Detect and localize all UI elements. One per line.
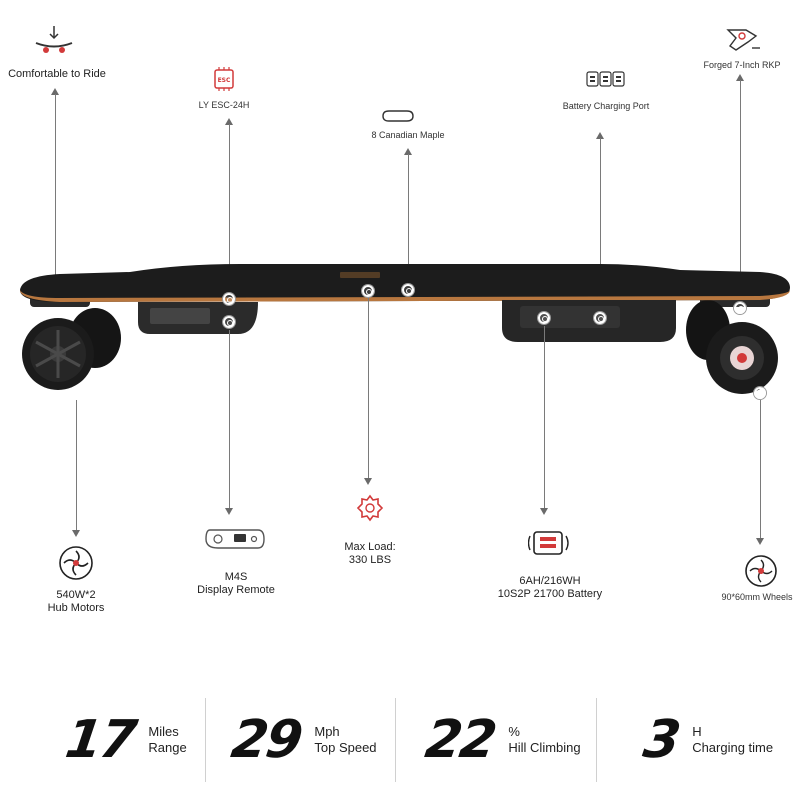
load-arrow <box>364 478 372 485</box>
max-load-icon <box>356 494 384 522</box>
remote-label-2: Display Remote <box>197 584 275 596</box>
esc-hotspot-bottom[interactable] <box>223 316 235 328</box>
comfort-arrow <box>51 88 59 95</box>
load-label-2: 330 LBS <box>348 554 392 566</box>
stat-range-text: Miles Range <box>148 724 186 756</box>
truck-line <box>740 80 741 306</box>
comfort-label: Comfortable to Ride <box>8 68 106 80</box>
stat-range-value: 17 <box>61 710 139 770</box>
remote-arrow <box>225 508 233 515</box>
stat-speed-value: 29 <box>227 710 305 770</box>
wheels-line <box>760 400 761 538</box>
stat-speed: 29 Mph Top Speed <box>228 690 377 790</box>
hub-motor-icon <box>59 546 93 580</box>
esc-chip-icon: ESC <box>214 67 234 91</box>
wheels-arrow <box>756 538 764 545</box>
motors-line <box>76 400 77 530</box>
motors-arrow <box>72 530 80 537</box>
port-arrow <box>596 132 604 139</box>
stat-hill-text: % Hill Climbing <box>508 724 580 756</box>
stat-speed-text: Mph Top Speed <box>314 724 376 756</box>
load-label-1: Max Load: <box>344 541 396 553</box>
battery-arrow <box>540 508 548 515</box>
comfort-icon <box>35 26 73 53</box>
stat-divider-3 <box>596 698 597 782</box>
stats-bar: 17 Miles Range 29 Mph Top Speed 22 % Hil… <box>0 690 800 790</box>
stat-hill-label: Hill Climbing <box>508 740 581 755</box>
truck-icon <box>726 29 760 51</box>
remote-line <box>229 330 230 508</box>
wheel-icon <box>745 555 777 587</box>
stat-charging-value: 3 <box>639 710 683 770</box>
battery-line <box>544 326 545 508</box>
deck-hotspot[interactable] <box>402 284 414 296</box>
stat-range-unit: Miles <box>148 724 179 739</box>
comfort-line <box>55 94 56 304</box>
truck-hotspot[interactable] <box>734 302 746 314</box>
deck-label: 8 Canadian Maple <box>371 130 445 140</box>
esc-hotspot-top[interactable] <box>223 293 235 305</box>
motors-label-2: Hub Motors <box>47 602 105 614</box>
stat-charging-unit: H <box>692 724 702 739</box>
stat-hill-value: 22 <box>421 710 499 770</box>
esc-icon-text: ESC <box>218 77 231 84</box>
port-hotspot[interactable] <box>594 312 606 324</box>
stat-charging: 3 H Charging time <box>640 690 773 790</box>
battery-label-2: 10S2P 21700 Battery <box>497 588 603 600</box>
stat-range-label: Range <box>148 740 187 755</box>
stat-divider-1 <box>205 698 206 782</box>
motors-label-1: 540W*2 <box>56 589 96 601</box>
stat-speed-label: Top Speed <box>314 740 377 755</box>
truck-label: Forged 7-Inch RKP <box>703 60 781 70</box>
battery-icon <box>528 531 569 555</box>
stat-range: 17 Miles Range <box>62 690 187 790</box>
wheel-hotspot[interactable] <box>754 387 766 399</box>
load-line <box>368 298 369 478</box>
remote-icon <box>205 529 265 549</box>
skateboard-image <box>20 264 790 394</box>
charging-port-label: Battery Charging Port <box>562 101 650 111</box>
stat-hill-unit: % <box>508 724 520 739</box>
wheels-label: 90*60mm Wheels <box>721 592 793 602</box>
port-line <box>600 138 601 316</box>
stat-hill: 22 % Hill Climbing <box>422 690 581 790</box>
esc-arrow <box>225 118 233 125</box>
esc-label: LY ESC-24H <box>198 100 250 110</box>
charging-port-icon <box>586 71 625 87</box>
truck-arrow <box>736 74 744 81</box>
stat-charging-label: Charging time <box>692 740 774 755</box>
stat-charging-text: H Charging time <box>692 724 773 756</box>
stat-speed-unit: Mph <box>314 724 340 739</box>
battery-label-1: 6AH/216WH <box>519 575 581 587</box>
battery-hotspot[interactable] <box>538 312 550 324</box>
deck-line <box>408 154 409 284</box>
esc-line <box>229 124 230 296</box>
deck-icon <box>382 110 414 122</box>
deck-arrow <box>404 148 412 155</box>
load-hotspot[interactable] <box>362 285 374 297</box>
remote-label-1: M4S <box>224 571 248 583</box>
stat-divider-2 <box>395 698 396 782</box>
